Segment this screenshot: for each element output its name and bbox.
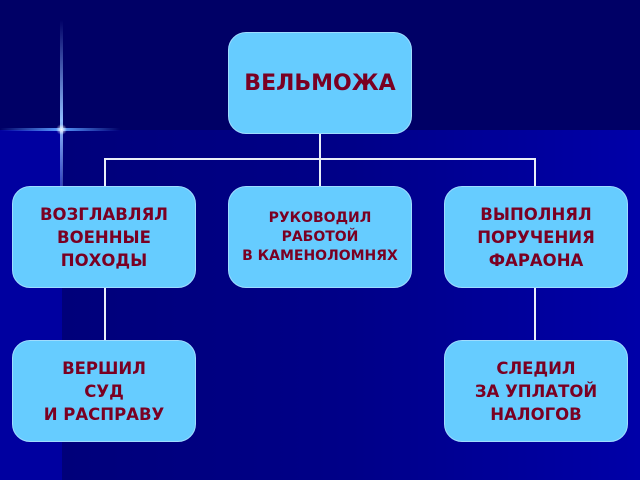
connector-horizontal <box>104 158 536 160</box>
connector-right <box>534 158 536 186</box>
connector-left <box>104 158 106 186</box>
node-justice: ВЕРШИЛ СУД И РАСПРАВУ <box>12 340 196 442</box>
connector-root <box>319 134 321 186</box>
connector-right-down <box>534 288 536 340</box>
sparkle-icon-vertical <box>60 20 63 220</box>
connector-left-down <box>104 288 106 340</box>
node-military: ВОЗГЛАВЛЯЛ ВОЕННЫЕ ПОХОДЫ <box>12 186 196 288</box>
node-taxes: СЛЕДИЛ ЗА УПЛАТОЙ НАЛОГОВ <box>444 340 628 442</box>
node-root: ВЕЛЬМОЖА <box>228 32 412 134</box>
node-pharaoh-orders: ВЫПОЛНЯЛ ПОРУЧЕНИЯ ФАРАОНА <box>444 186 628 288</box>
node-quarries: РУКОВОДИЛ РАБОТОЙ В КАМЕНОЛОМНЯХ <box>228 186 412 288</box>
sparkle-icon <box>56 124 67 135</box>
